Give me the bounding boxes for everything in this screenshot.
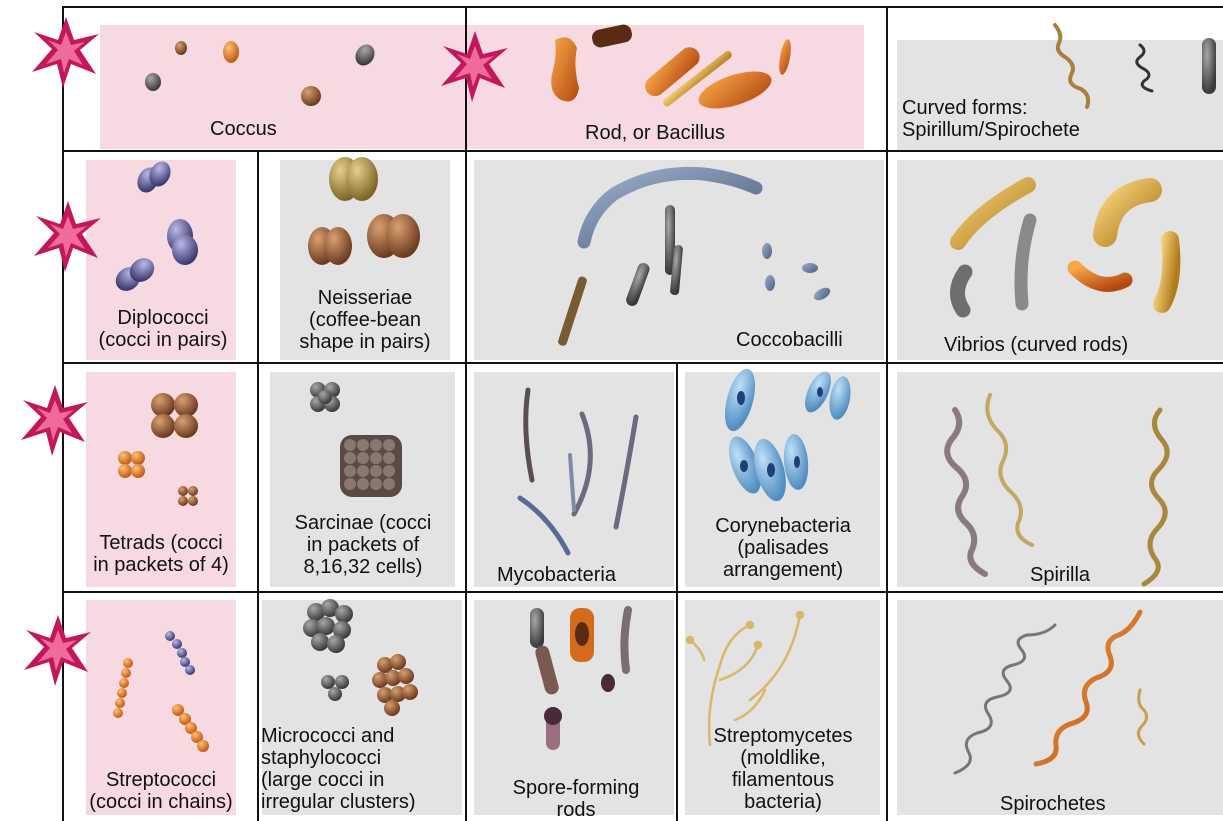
- spirilla-art: [947, 395, 1167, 584]
- neisseriae-label: Neisseriae (coffee-bean shape in pairs): [270, 287, 460, 353]
- sarcinae-line: 8,16,32 cells): [266, 556, 460, 578]
- diplococci-line: Diplococci: [73, 307, 253, 329]
- corynebacteria-art: [719, 366, 854, 505]
- streptomycetes-line: bacteria): [685, 791, 881, 813]
- vibrios-art: [957, 185, 1171, 310]
- coccus-label: Coccus: [210, 118, 277, 140]
- tetrads-line: in packets of 4): [66, 554, 256, 576]
- tetrads-art: [118, 393, 198, 506]
- coccus-art: [145, 41, 378, 106]
- curved-forms-label: Curved forms: Spirillum/Spirochete: [902, 97, 1080, 141]
- mycobacteria-label: Mycobacteria: [497, 564, 616, 586]
- curved-forms-art: [1055, 25, 1216, 107]
- corynebacteria-line: arrangement): [683, 559, 883, 581]
- spirochetes-art: [955, 612, 1147, 773]
- diplococci-label: Diplococci (cocci in pairs): [73, 307, 253, 351]
- curved-forms-line: Spirillum/Spirochete: [902, 119, 1080, 141]
- spore-forming-line: rods: [478, 799, 674, 821]
- corynebacteria-line: (palisades: [683, 537, 883, 559]
- star-marker-icon: [441, 31, 508, 102]
- rod-art: [551, 23, 793, 116]
- star-marker-icon: [24, 615, 91, 686]
- spirilla-label: Spirilla: [1030, 564, 1090, 586]
- coccobacilli-art: [557, 173, 832, 346]
- spirochetes-label: Spirochetes: [1000, 793, 1106, 815]
- spore-forming-label: Spore-forming rods: [478, 777, 674, 821]
- sarcinae-line: Sarcinae (cocci: [266, 512, 460, 534]
- micrococci-line: (large cocci in: [261, 769, 415, 791]
- diplococci-line: (cocci in pairs): [73, 329, 253, 351]
- corynebacteria-line: Corynebacteria: [683, 515, 883, 537]
- micrococci-art: [303, 599, 418, 716]
- neisseriae-art: [308, 157, 420, 265]
- neisseriae-line: Neisseriae: [270, 287, 460, 309]
- streptomycetes-line: Streptomycetes: [685, 725, 881, 747]
- rod-label: Rod, or Bacillus: [585, 122, 725, 144]
- corynebacteria-label: Corynebacteria (palisades arrangement): [683, 515, 883, 581]
- tetrads-line: Tetrads (cocci: [66, 532, 256, 554]
- star-marker-icon: [34, 201, 101, 272]
- micrococci-label: Micrococci and staphylococci (large cocc…: [261, 725, 415, 813]
- sarcinae-line: in packets of: [266, 534, 460, 556]
- spore-rods-art: [530, 608, 628, 750]
- vibrios-label: Vibrios (curved rods): [944, 334, 1128, 356]
- neisseriae-line: (coffee-bean: [270, 309, 460, 331]
- micrococci-line: irregular clusters): [261, 791, 415, 813]
- curved-forms-line: Curved forms:: [902, 97, 1080, 119]
- streptomycetes-line: filamentous: [685, 769, 881, 791]
- tetrads-label: Tetrads (cocci in packets of 4): [66, 532, 256, 576]
- diplococci-art: [111, 158, 198, 296]
- mycobacteria-art: [520, 390, 636, 553]
- sarcinae-label: Sarcinae (cocci in packets of 8,16,32 ce…: [266, 512, 460, 578]
- neisseriae-line: shape in pairs): [270, 331, 460, 353]
- streptomycetes-label: Streptomycetes (moldlike, filamentous ba…: [685, 725, 881, 813]
- streptococci-label: Streptococci (cocci in chains): [64, 769, 258, 813]
- streptococci-line: Streptococci: [64, 769, 258, 791]
- streptococci-art: [113, 631, 209, 752]
- streptococci-line: (cocci in chains): [64, 791, 258, 813]
- star-marker-icon: [21, 385, 88, 456]
- spore-forming-line: Spore-forming: [478, 777, 674, 799]
- star-marker-icon: [32, 17, 99, 88]
- sarcinae-art: [310, 382, 402, 497]
- micrococci-line: staphylococci: [261, 747, 415, 769]
- coccobacilli-label: Coccobacilli: [736, 329, 843, 351]
- micrococci-line: Micrococci and: [261, 725, 415, 747]
- streptomycetes-line: (moldlike,: [685, 747, 881, 769]
